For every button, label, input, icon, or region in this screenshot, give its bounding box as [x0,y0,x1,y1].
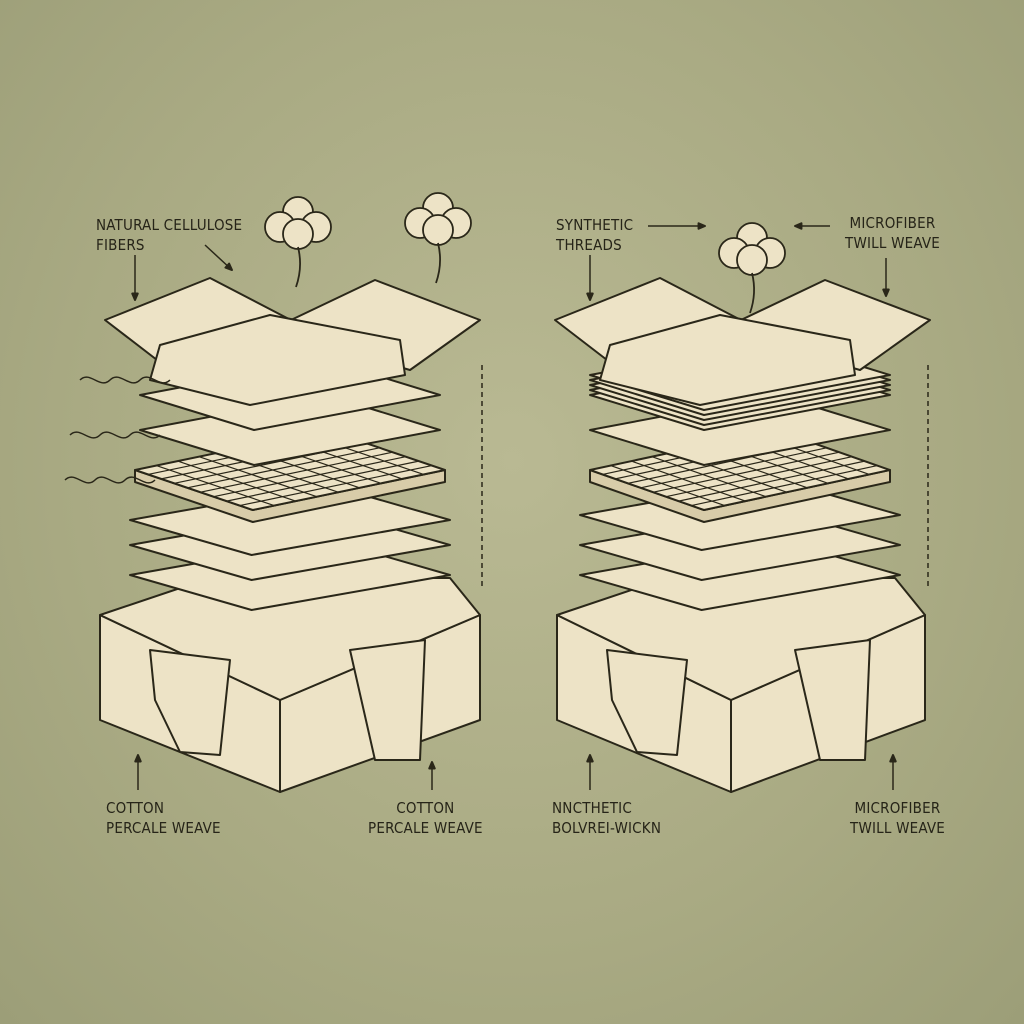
towel-left [149,649,231,756]
weave-thread [678,460,865,502]
arrow-head-icon [882,288,890,297]
cotton-flower-stem [295,246,301,288]
cotton-flower-stem [749,272,755,314]
cotton-flower-stem [435,242,441,284]
weave-thread [691,464,878,507]
arrow-head-icon [428,761,436,770]
arrow-head-icon [889,754,897,763]
towel-left [606,649,688,756]
cotton-flower-boll [282,218,314,250]
top-blanket [149,314,406,406]
weave-thread [177,460,296,502]
towel-right [349,639,426,761]
towel-right [794,639,871,761]
weave-thread [653,451,840,493]
weave-thread [226,460,419,502]
fiber-curl-icon [79,376,171,384]
arrow-head-icon [134,754,142,763]
weave-thread [198,456,318,498]
arrow-head-icon [794,222,803,230]
weave-thread [213,456,406,498]
weave-thread [187,447,380,489]
weave-thread [239,464,433,507]
weave-thread [200,451,393,493]
weave-thread [610,464,725,507]
weave-thread [640,447,827,489]
arrow-head-icon [131,292,139,301]
fiber-curl-icon [69,431,161,439]
arrow-head-icon [224,262,233,271]
weave-thread [665,456,853,498]
arrow-head-icon [586,292,594,301]
arrow-head-icon [586,754,594,763]
fiber-curl-icon [64,476,156,484]
weave-thread [651,456,767,498]
top-blanket [599,314,856,406]
cotton-flower-boll [736,244,768,276]
weave-thread [156,464,275,507]
arrow-head-icon [697,222,706,230]
weave-thread [631,460,746,502]
cotton-flower-boll [422,214,454,246]
